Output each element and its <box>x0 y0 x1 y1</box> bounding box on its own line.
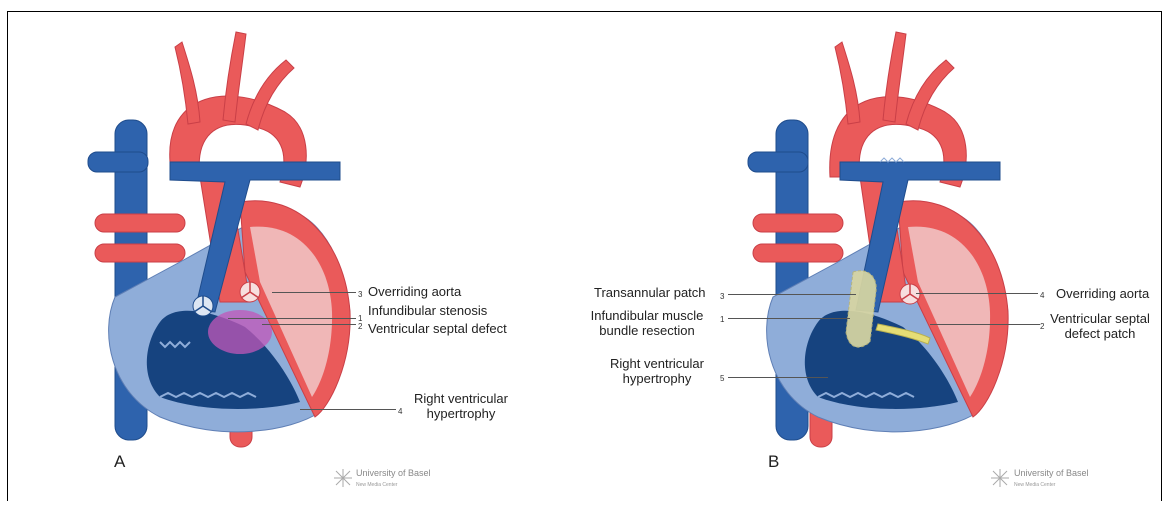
label-number: 3 <box>358 290 362 299</box>
leader-rv-hypertrophy <box>728 377 828 378</box>
label-overriding-aorta: Overriding aorta <box>1056 286 1149 301</box>
brachiocephalic-artery <box>175 42 200 124</box>
label-number: 2 <box>1040 322 1044 331</box>
leader-overriding-aorta <box>272 292 356 293</box>
leader-infundibular-resection <box>728 318 850 319</box>
label-number: 3 <box>720 292 724 301</box>
logo-name: University of Basel <box>356 468 431 478</box>
ligation-stitch <box>880 158 904 162</box>
label-transannular-patch: Transannular patch <box>594 285 706 300</box>
label-right-ventricular-hypertrophy: Right ventricular hypertrophy <box>602 356 712 386</box>
label-infundibular-stenosis: Infundibular stenosis <box>368 303 487 318</box>
label-infundibular-resection: Infundibular muscle bundle resection <box>582 308 712 338</box>
university-logo-text: University of Basel New Media Center <box>356 468 431 490</box>
panel-a: 3 Overriding aorta 1 Infundibular stenos… <box>0 12 578 506</box>
label-number: 4 <box>398 407 402 416</box>
label-overriding-aorta: Overriding aorta <box>368 284 461 299</box>
label-ventricular-septal-defect: Ventricular septal defect <box>368 321 507 336</box>
heart-illustration-b <box>578 12 1156 506</box>
leader-rv-hypertrophy <box>300 409 396 410</box>
university-logo-text: University of Basel New Media Center <box>1014 468 1089 490</box>
label-number: 4 <box>1040 291 1044 300</box>
logo-name: University of Basel <box>1014 468 1089 478</box>
panel-b: Transannular patch 3 Infundibular muscle… <box>578 12 1156 506</box>
pulmonary-vein-lower <box>753 244 843 262</box>
label-number: 5 <box>720 374 724 383</box>
snowflake-logo-icon <box>333 468 353 488</box>
brachiocephalic-artery <box>835 42 860 124</box>
leader-vsd <box>262 324 356 325</box>
leader-septal-patch <box>930 324 1040 325</box>
label-septal-defect-patch: Ventricular septal defect patch <box>1048 311 1152 341</box>
leader-overriding-aorta <box>916 293 1038 294</box>
pulmonary-vein-lower <box>95 244 185 262</box>
label-right-ventricular-hypertrophy: Right ventricular hypertrophy <box>406 391 516 421</box>
logo-sub: New Media Center <box>1014 482 1055 488</box>
brachiocephalic-vein <box>88 152 148 172</box>
pulmonary-vein-upper <box>753 214 843 232</box>
panel-letter-b: B <box>768 452 779 472</box>
leader-transannular-patch <box>728 294 856 295</box>
vsd-highlight <box>208 310 272 354</box>
brachiocephalic-vein <box>748 152 808 172</box>
pulmonary-vein-upper <box>95 214 185 232</box>
leader-infundibular-stenosis <box>228 318 356 319</box>
logo-sub: New Media Center <box>356 482 397 488</box>
label-number: 1 <box>720 315 724 324</box>
heart-illustration-a <box>0 12 578 506</box>
label-number: 2 <box>358 322 362 331</box>
snowflake-logo-icon <box>990 468 1010 488</box>
panel-letter-a: A <box>114 452 125 472</box>
